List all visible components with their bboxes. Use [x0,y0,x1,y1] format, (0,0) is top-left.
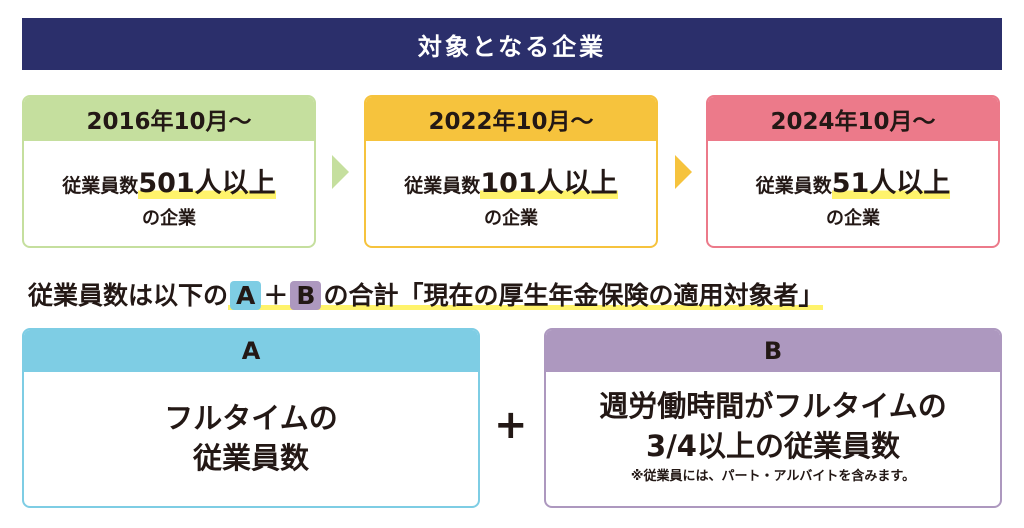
card-period: 2022年10月〜 [366,97,656,141]
box-a: A フルタイムの従業員数 [22,328,480,508]
sentence-pre: 従業員数は以下の [28,281,229,310]
box-b-note: ※従業員には、パート・アルバイトを含みます。 [630,469,916,484]
tag-b: B [290,281,322,310]
card-2016: 2016年10月〜 従業員数501人以上 の企業 [22,95,316,248]
card-threshold: 51人以上 [831,168,951,199]
card-threshold: 101人以上 [480,168,618,199]
card-prefix: 従業員数 [404,175,481,197]
tag-a: A [230,281,262,310]
card-suffix: の企業 [142,208,196,229]
card-2024: 2024年10月〜 従業員数51人以上 の企業 [706,95,1000,248]
card-period: 2016年10月〜 [24,97,314,141]
arrow-right-icon [332,155,349,189]
card-suffix: の企業 [826,208,880,229]
box-a-label: A [24,330,478,372]
card-period: 2024年10月〜 [708,97,998,141]
card-suffix: の企業 [484,208,538,229]
card-prefix: 従業員数 [755,175,832,197]
card-prefix: 従業員数 [62,175,139,197]
sentence-plus: ＋ [263,281,289,310]
sentence-post: の合計「現在の厚生年金保険の適用対象者」 [323,281,824,310]
box-b: B 週労働時間がフルタイムの 3/4以上の従業員数 ※従業員には、パート・アルバイト… [544,328,1002,508]
plus-operator: + [494,402,528,448]
page-title: 対象となる企業 [22,18,1002,70]
box-b-line1: 週労働時間がフルタイムの [599,389,947,423]
arrow-right-icon [675,155,692,189]
box-a-line2: 従業員数 [192,441,309,475]
box-a-line1: フルタイムの [164,401,338,435]
card-2022: 2022年10月〜 従業員数101人以上 の企業 [364,95,658,248]
card-threshold: 501人以上 [138,168,276,199]
box-b-label: B [546,330,1000,372]
box-b-line2: 3/4以上の従業員数 [646,429,900,463]
